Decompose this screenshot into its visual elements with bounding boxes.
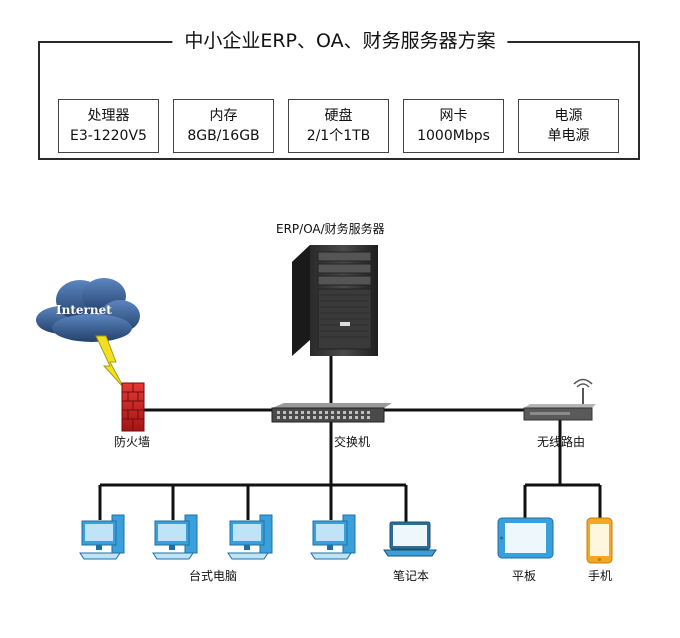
server-label: ERP/OA/财务服务器 [276,222,385,236]
tablet-icon [497,517,554,559]
spec-name: 电源 [554,108,583,124]
spec-value: 8GB/16GB [187,128,260,144]
tablet-label: 平板 [512,569,537,583]
laptop-icon [383,521,437,557]
firewall-icon [121,382,145,432]
lightning-icon [95,335,125,389]
desktop-pc-icon [310,514,356,560]
internet-cloud-icon [36,278,140,342]
spec-value: 2/1个1TB [306,128,371,144]
spec-value: 1000Mbps [417,128,490,144]
internet-label: Internet [56,303,112,317]
desktop-pc-icon [79,514,125,560]
spec-box-memory: 内存 8GB/16GB [173,99,274,153]
wireless-router-icon [523,378,596,421]
spec-name: 内存 [209,108,238,124]
phone-icon [586,517,613,564]
desktop-pc-icon [152,514,198,560]
desktop-pc-icon [227,514,273,560]
spec-box-cpu: 处理器 E3-1220V5 [58,99,159,153]
spec-value: 单电源 [547,128,590,144]
spec-box-power: 电源 单电源 [518,99,619,153]
diagram-title: 中小企业ERP、OA、财务服务器方案 [172,28,508,54]
desktops-label: 台式电脑 [189,569,238,583]
spec-name: 网卡 [439,108,468,124]
spec-name: 处理器 [87,108,130,124]
spec-name: 硬盘 [324,108,353,124]
switch-label: 交换机 [334,435,371,449]
server-tower-icon [292,245,378,356]
router-label: 无线路由 [537,435,586,449]
phone-label: 手机 [588,569,613,583]
switch-icon [271,403,392,423]
spec-value: E3-1220V5 [70,128,147,144]
firewall-label: 防火墙 [114,435,151,449]
spec-box-disk: 硬盘 2/1个1TB [288,99,389,153]
laptop-label: 笔记本 [393,569,430,583]
spec-box-nic: 网卡 1000Mbps [403,99,504,153]
